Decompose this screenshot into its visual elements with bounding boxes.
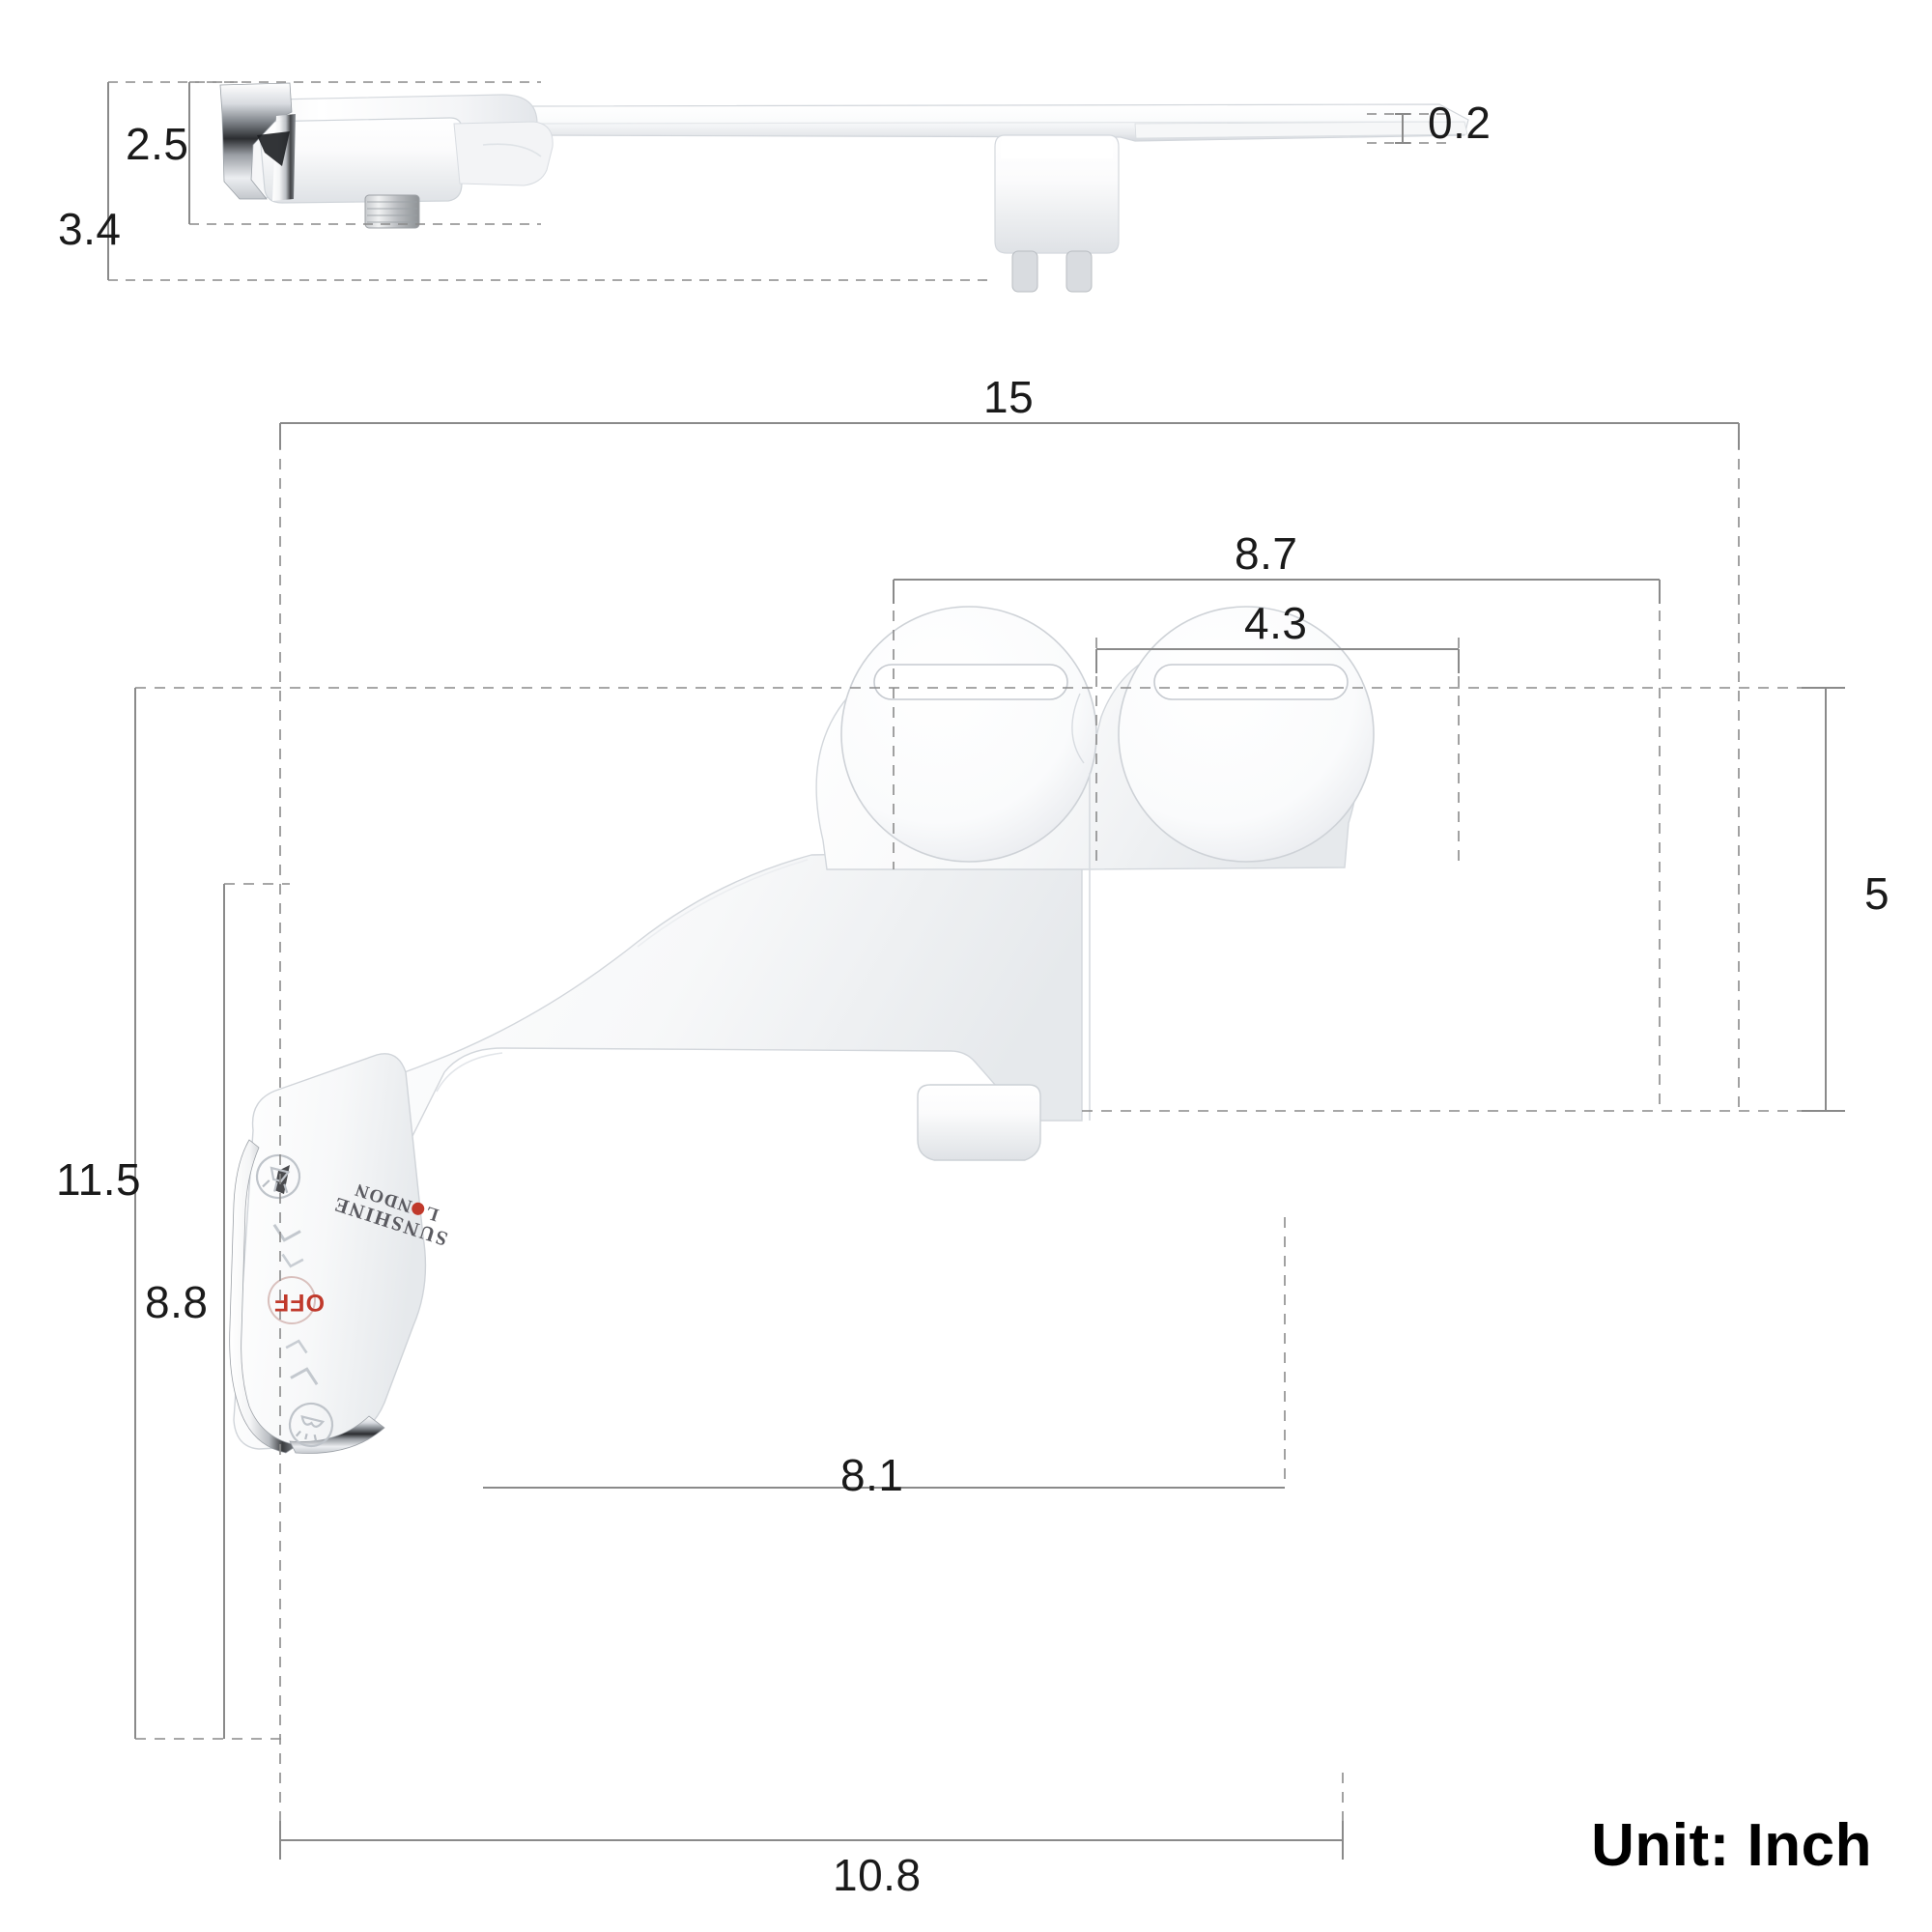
chevron-down-icon-2	[290, 1367, 319, 1386]
control-panel-icons	[255, 1153, 334, 1448]
dim-label-seat-opening: 8.7	[1235, 528, 1298, 579]
dim-label-pad-depth: 5	[1864, 868, 1890, 919]
dim-label-nozzle-span: 4.3	[1244, 598, 1308, 648]
off-dial-icon	[268, 1276, 316, 1324]
dim-label-overall-width: 15	[983, 372, 1035, 422]
dim-label-body-height: 2.5	[126, 119, 189, 169]
chevron-down-icon-1	[285, 1339, 308, 1354]
dim-label-arm-thickness: 0.2	[1428, 98, 1492, 148]
dim-label-arm-reach: 8.1	[840, 1450, 904, 1500]
chevron-up-icon-1	[272, 1223, 301, 1242]
feminine-wash-icon	[288, 1402, 334, 1448]
dim-label-body-depth: 8.8	[145, 1277, 209, 1327]
spray-nozzle-icon	[255, 1153, 301, 1200]
side-profile-product-illustration	[219, 82, 1469, 293]
control-off-label: OFF	[273, 1289, 325, 1316]
plan-view-product-illustration	[229, 606, 1375, 1454]
dim-label-overall-depth: 11.5	[56, 1154, 142, 1205]
side-view-dimension-lines	[107, 81, 1454, 281]
unit-caption: Unit: Inch	[1591, 1812, 1872, 1879]
chevron-up-icon-2	[281, 1253, 304, 1268]
dim-label-overall-height: 3.4	[58, 204, 122, 254]
plan-view-dimension-lines	[134, 422, 1845, 1860]
dim-label-panel-to-valve: 10.8	[833, 1850, 922, 1900]
